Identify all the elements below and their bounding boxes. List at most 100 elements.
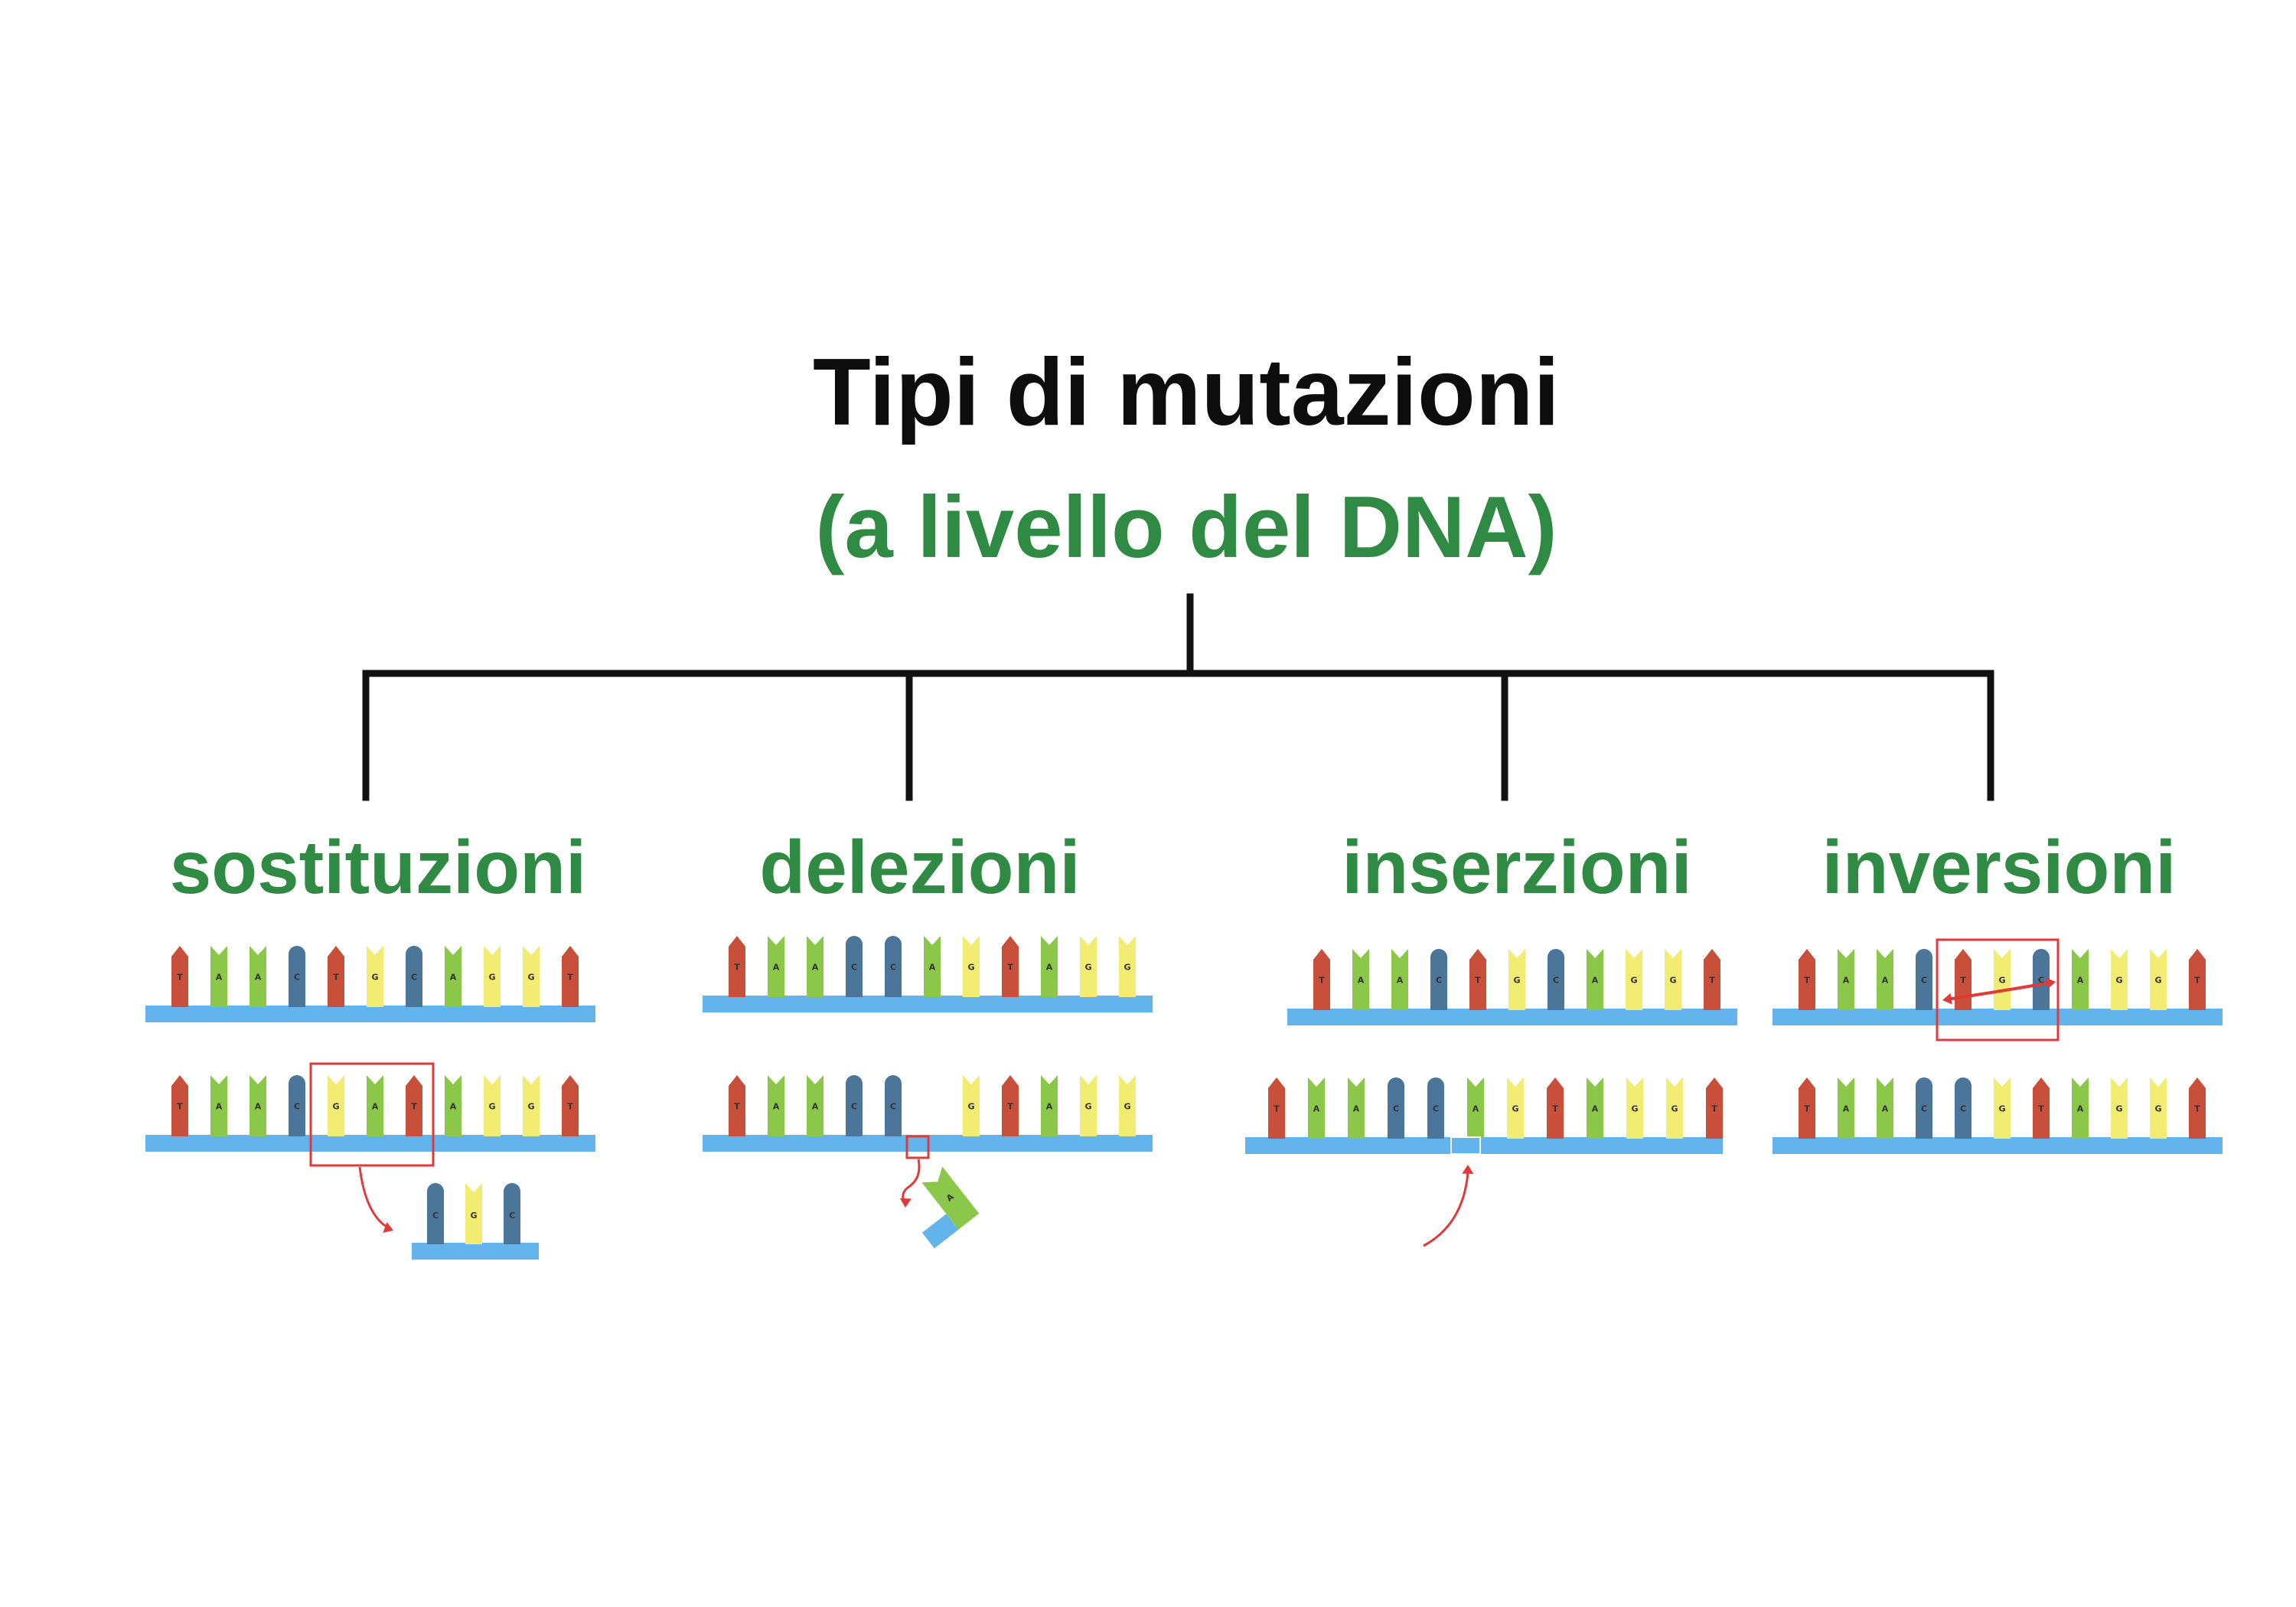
arrow-head-inserzioni [1462, 1165, 1474, 1174]
nucleotide-letter: G [1998, 975, 2005, 985]
nucleotide-T [562, 946, 579, 1007]
nucleotide-C [1388, 1077, 1404, 1139]
nucleotide-letter: G [332, 1101, 339, 1111]
nucleotide-letter: G [1124, 962, 1130, 972]
nucleotide-C [504, 1183, 520, 1244]
nucleotide-letter: T [177, 972, 183, 982]
nucleotide-T [328, 946, 344, 1007]
nucleotide-C [1916, 949, 1932, 1010]
nucleotide-T [406, 1075, 422, 1136]
nucleotide-letter: A [1843, 1103, 1850, 1113]
nucleotide-A [1877, 949, 1893, 1010]
nucleotide-letter: G [470, 1211, 477, 1221]
nucleotide-letter: A [1358, 975, 1365, 985]
nucleotide-C [846, 936, 863, 997]
swap-arrow-head-left [1942, 993, 1952, 1005]
nucleotide-G [1626, 949, 1642, 1010]
nucleotide-letter: C [1921, 1103, 1927, 1113]
swap-arrow-inversioni [1946, 981, 2052, 1001]
nucleotide-letter: G [1630, 975, 1637, 985]
nucleotide-letter: A [1313, 1103, 1320, 1113]
nucleotide-letter: G [2154, 975, 2161, 985]
nucleotide-A [2072, 1077, 2089, 1139]
nucleotide-A [1587, 949, 1603, 1010]
highlight-box-sostituzioni [309, 1062, 435, 1167]
nucleotide-G [1666, 1077, 1683, 1139]
arrow-inserzioni [1423, 1172, 1469, 1247]
nucleotide-letter: G [527, 1101, 534, 1111]
nucleotide-C [1548, 949, 1564, 1010]
nucleotide-letter: G [2154, 1103, 2161, 1113]
nucleotide-C [289, 1075, 305, 1136]
nucleotide-C [2033, 949, 2050, 1010]
nucleotide-T [1268, 1077, 1285, 1139]
nucleotide-letter: C [851, 1101, 857, 1111]
nucleotide-A [1041, 1075, 1058, 1136]
nucleotide-T [1799, 949, 1815, 1010]
nucleotide-G [1507, 1077, 1524, 1139]
nucleotide-letter: A [216, 972, 223, 982]
nucleotide-letter: A [255, 972, 262, 982]
nucleotide-A [1308, 1077, 1325, 1139]
dna-backbone [703, 996, 1153, 1012]
nucleotide-letter: A [1046, 962, 1053, 972]
nucleotide-A [249, 1075, 266, 1136]
nucleotide-letter: C [432, 1211, 439, 1221]
nucleotide-G [1080, 1075, 1097, 1136]
nucleotide-letter: T [411, 1101, 417, 1111]
nucleotide-letter: G [527, 972, 534, 982]
arrow-head-sostituzioni [383, 1221, 393, 1233]
nucleotide-T [2033, 1077, 2050, 1139]
dna-backbone [145, 1135, 595, 1152]
nucleotide-letter: T [1475, 975, 1481, 985]
category-label-delezioni: delezioni [759, 825, 1080, 909]
nucleotide-letter: T [1274, 1103, 1280, 1113]
nucleotide-G [2150, 1077, 2167, 1139]
nucleotide-A [1838, 1077, 1854, 1139]
nucleotide-letter: T [567, 972, 573, 982]
nucleotide-A [210, 1075, 227, 1136]
nucleotide-letter: A [450, 972, 457, 982]
swap-arrow-head-right [2046, 977, 2056, 989]
nucleotide-C [885, 1075, 902, 1136]
nucleotide-letter: T [1319, 975, 1325, 985]
dna-backbone [1773, 1009, 2223, 1025]
insertion-gap [1450, 1136, 1481, 1155]
nucleotide-C [846, 1075, 863, 1136]
nucleotide-G [1665, 949, 1681, 1010]
nucleotide-letter: C [1436, 975, 1442, 985]
nucleotide-G [367, 946, 383, 1007]
nucleotide-G [1119, 936, 1136, 997]
nucleotide-letter: G [2115, 1103, 2122, 1113]
nucleotide-A [1838, 949, 1854, 1010]
dna-backbone [145, 1006, 595, 1022]
nucleotide-letter: C [1433, 1103, 1439, 1113]
nucleotide-letter: A [1046, 1101, 1053, 1111]
nucleotide-T [1704, 949, 1720, 1010]
nucleotide-letter: G [967, 1101, 974, 1111]
nucleotide-letter: C [2038, 975, 2044, 985]
nucleotide-letter: A [216, 1101, 223, 1111]
nucleotide-letter: A [1843, 975, 1850, 985]
nucleotide-letter: G [967, 962, 974, 972]
nucleotide-letter: C [1960, 1103, 1966, 1113]
nucleotide-A [807, 1075, 823, 1136]
nucleotide-A [445, 1075, 461, 1136]
nucleotide-letter: G [488, 972, 495, 982]
nucleotide-letter: G [488, 1101, 495, 1111]
nucleotide-letter: C [509, 1211, 515, 1221]
nucleotide-A [367, 1075, 383, 1136]
nucleotide-G [1994, 949, 2011, 1010]
nucleotide-letter: A [2077, 975, 2084, 985]
nucleotide-T [171, 946, 188, 1007]
nucleotide-letter: T [1960, 975, 1966, 985]
nucleotide-T [562, 1075, 579, 1136]
nucleotide-G [1626, 1077, 1643, 1139]
nucleotide-letter: C [411, 972, 417, 982]
deletion-marker [905, 1135, 930, 1159]
